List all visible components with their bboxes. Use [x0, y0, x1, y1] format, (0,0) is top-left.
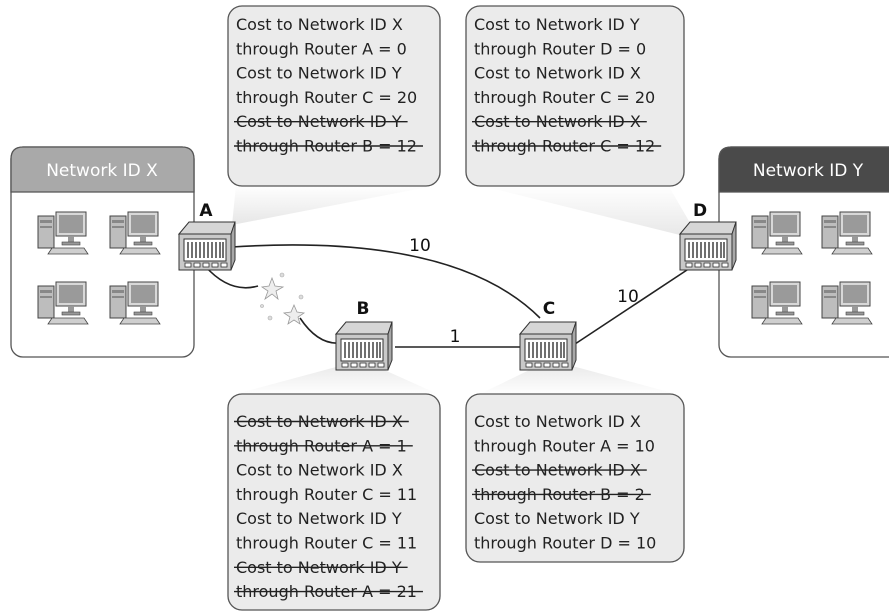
routing-entry-line: through Router C = 11 [236, 485, 417, 504]
routing-entry-line: through Router C = 11 [236, 534, 417, 553]
network-x-box: Network ID X [10, 146, 195, 358]
router-d-label: D [693, 201, 707, 221]
link-a-b-broken-2 [299, 317, 341, 344]
router-d [679, 221, 737, 271]
router-c-label: C [543, 299, 555, 319]
router-a-label: A [199, 201, 213, 221]
broken-link-spark [260, 272, 306, 325]
routing-entry-line: Cost to Network ID X [236, 15, 403, 34]
cost-label-c-d: 10 [617, 287, 639, 307]
bubble-b-tail [232, 360, 440, 395]
router-a [178, 221, 236, 271]
routing-entry-line: through Router C = 20 [474, 88, 655, 107]
routing-entry-line: through Router A = 10 [474, 436, 655, 455]
routing-entry-line: Cost to Network ID X [236, 461, 403, 480]
router-b [335, 321, 393, 371]
routing-entry-line: through Router C = 20 [236, 88, 417, 107]
computer-icon [109, 281, 161, 325]
computer-icon [37, 281, 89, 325]
link-c-d [571, 267, 691, 347]
network-y-title: Network ID Y [753, 161, 864, 181]
routing-table-c: Cost to Network ID X through Router A = 1… [465, 393, 685, 563]
computer-icon [37, 211, 89, 255]
routing-table-a: Cost to Network ID X through Router A = 0… [227, 5, 441, 187]
computer-icon [751, 281, 803, 325]
cost-label-a-c: 10 [409, 236, 431, 256]
routing-entry-line: Cost to Network ID Y [236, 509, 402, 528]
bubble-a-tail [232, 185, 438, 225]
network-x-title: Network ID X [46, 161, 158, 181]
routing-entry-line: through Router D = 0 [474, 39, 646, 58]
network-y-box: Network ID Y [718, 146, 889, 358]
computer-icon [109, 211, 161, 255]
router-b-label: B [357, 299, 370, 319]
routing-entry-line: Cost to Network ID X [474, 64, 641, 83]
cost-label-b-c: 1 [450, 327, 461, 347]
routing-entry-line: Cost to Network ID X [474, 412, 641, 431]
link-a-c [231, 244, 541, 319]
bubble-d-tail [478, 185, 700, 240]
computer-icon [751, 211, 803, 255]
routing-entry-line: Cost to Network ID Y [474, 15, 640, 34]
routing-table-d: Cost to Network ID Y through Router D = 0… [465, 5, 685, 187]
computer-icon [821, 281, 873, 325]
bubble-c-tail [478, 360, 680, 395]
routing-entry-line: through Router D = 10 [474, 534, 656, 553]
routing-entry-line: Cost to Network ID Y [236, 64, 402, 83]
routing-entry-line: Cost to Network ID Y [474, 509, 640, 528]
computer-icon [821, 211, 873, 255]
routing-entry-line: through Router A = 0 [236, 39, 407, 58]
router-c [519, 321, 577, 371]
